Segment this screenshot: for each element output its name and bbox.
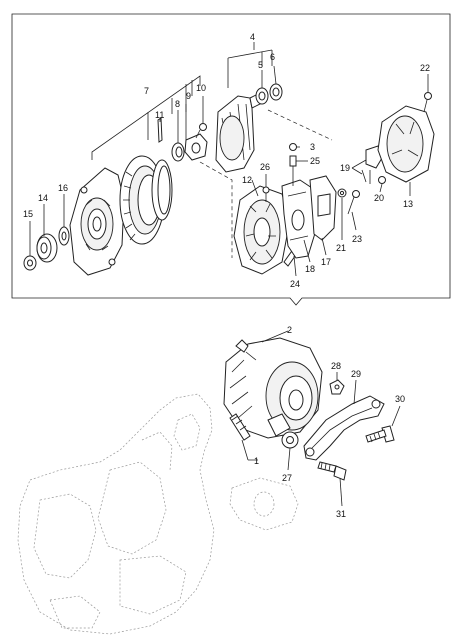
callout-25: 25: [310, 156, 320, 166]
part-terminal-25: [289, 155, 297, 186]
part-regulator-17: [309, 175, 337, 241]
callout-17: 17: [321, 257, 331, 267]
explode-axis-right: [267, 109, 333, 141]
callout-28: 28: [331, 361, 341, 371]
leader-lines: [29, 65, 429, 507]
callout-3: 3: [310, 142, 315, 152]
callout-29: 29: [351, 369, 361, 379]
callout-18: 18: [305, 264, 315, 274]
callout-labels: 1 2 3 4 5 6 7 8 9 10 11 12 13 14 15 16 1…: [23, 32, 430, 519]
part-adjust-bar-29: [303, 395, 385, 461]
callout-31: 31: [336, 509, 346, 519]
part-ring: [151, 159, 173, 221]
callout-5: 5: [258, 60, 263, 70]
callout-15: 15: [23, 209, 33, 219]
part-bolt-23: [347, 190, 360, 215]
part-rectifier-18: [281, 179, 317, 259]
part-rear-housing-12: [233, 185, 291, 275]
callout-7: 7: [144, 86, 149, 96]
part-brush-19: [361, 145, 383, 184]
part-rotor: [215, 91, 265, 173]
part-nut-27: [281, 431, 299, 449]
exploded-view-frame: [11, 13, 451, 306]
callout-6: 6: [270, 52, 275, 62]
part-bearing-5: [255, 87, 269, 105]
callout-26: 26: [260, 162, 270, 172]
part-rear-cover-13: [377, 105, 435, 183]
part-retainer-9: [184, 133, 208, 161]
group-bracket-7: [91, 75, 201, 160]
callout-16: 16: [58, 183, 68, 193]
part-bearing-8: [171, 142, 185, 162]
callout-30: 30: [395, 394, 405, 404]
explode-axis-upper: [199, 161, 233, 258]
callout-23: 23: [352, 234, 362, 244]
part-nut-20: [378, 176, 386, 184]
callout-20: 20: [374, 193, 384, 203]
callout-4: 4: [250, 32, 255, 42]
part-bolt-30: [365, 425, 395, 443]
engine-block-outline: [17, 393, 215, 635]
callout-27: 27: [282, 473, 292, 483]
callout-13: 13: [403, 199, 413, 209]
part-front-housing: [69, 167, 125, 276]
part-bolt-31: [317, 461, 347, 481]
part-cover-6: [269, 83, 283, 101]
part-nut-28: [329, 379, 345, 395]
part-pulley-14: [36, 233, 58, 263]
callout-24: 24: [290, 279, 300, 289]
part-bolt-1: [229, 413, 251, 441]
callout-2: 2: [287, 325, 292, 335]
callout-10: 10: [196, 83, 206, 93]
group-bracket-4: [227, 42, 273, 88]
callout-14: 14: [38, 193, 48, 203]
callout-11: 11: [155, 110, 164, 120]
part-screw-10: [195, 123, 207, 139]
mount-bracket-ghost: [229, 477, 299, 531]
callout-22: 22: [420, 63, 430, 73]
callout-8: 8: [175, 99, 180, 109]
part-spacer-16: [58, 226, 70, 246]
part-terminal-3: [289, 143, 297, 151]
callout-21: 21: [336, 243, 346, 253]
part-nut-15: [23, 255, 37, 271]
callout-9: 9: [186, 91, 191, 101]
callout-1: 1: [254, 456, 259, 466]
part-alternator-2: [223, 337, 323, 439]
part-bolt-22: [423, 92, 432, 113]
callout-12: 12: [242, 175, 252, 185]
callout-19: 19: [340, 163, 350, 173]
part-nut-21: [337, 188, 347, 198]
